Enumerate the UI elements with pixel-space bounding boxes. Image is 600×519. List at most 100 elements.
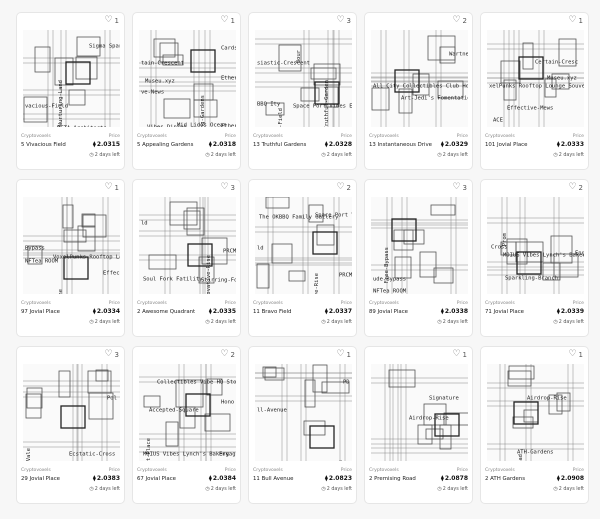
heart-outline-icon[interactable]: ♡ xyxy=(220,349,229,359)
parcel-name[interactable]: 101 Jovial Place xyxy=(485,141,528,148)
street-label: All City Collectibles Club House xyxy=(373,83,468,90)
card-meta: Cryptovoxels Price 2 ATH Gardens ⧫2.0908… xyxy=(485,468,584,492)
parcel-card[interactable]: ♡ 3 PolSuper-ValeEcstatic-CrossREY 5Spec… xyxy=(16,346,125,504)
heart-outline-icon[interactable]: ♡ xyxy=(336,15,345,25)
like-counter[interactable]: ♡ 1 xyxy=(220,16,235,25)
parcel-name[interactable]: 5 Appealing Gardens xyxy=(137,141,194,148)
ethereum-icon: ⧫ xyxy=(324,308,328,315)
like-counter[interactable]: ♡ 2 xyxy=(568,183,583,192)
like-counter[interactable]: ♡ 2 xyxy=(336,183,351,192)
parcel-card[interactable]: ♡ 2 Wartness Goon Vibe galleAll City Col… xyxy=(364,12,473,170)
price-value: ⧫2.0318 xyxy=(208,141,236,148)
heart-outline-icon[interactable]: ♡ xyxy=(452,182,461,192)
parcel-name[interactable]: 2 ATH Gardens xyxy=(485,475,526,482)
parcel-name[interactable]: 5 Vivacious Field xyxy=(21,141,66,148)
collection-name: Cryptovoxels xyxy=(369,301,399,306)
heart-outline-icon[interactable]: ♡ xyxy=(336,349,345,359)
heart-outline-icon[interactable]: ♡ xyxy=(568,15,577,25)
parcel-name[interactable]: 11 Bull Avenue xyxy=(253,475,294,482)
parcel-name[interactable]: 2 Premising Road xyxy=(369,475,416,482)
like-counter[interactable]: ♡ 2 xyxy=(452,16,467,25)
parcel-map-thumbnail[interactable]: SignatureAirdrop-RisePremising-RoadATH-G… xyxy=(371,364,468,461)
street-label: vacious-Field xyxy=(25,103,69,110)
like-counter[interactable]: ♡ 3 xyxy=(220,183,235,192)
price-label: Price xyxy=(456,301,468,306)
parcel-map-thumbnail[interactable]: ldInnovative-RiseStirring-FoAwesome-Quad… xyxy=(139,197,236,294)
like-counter[interactable]: ♡ 3 xyxy=(104,350,119,359)
parcel-name[interactable]: 97 Jovial Place xyxy=(21,308,60,315)
street-label: Vibes Dining xyxy=(147,125,187,127)
parcel-name[interactable]: 2 Awesome Quadrant xyxy=(137,308,196,315)
price-value: ⧫2.0328 xyxy=(324,141,352,148)
like-counter[interactable]: ♡ 1 xyxy=(336,350,351,359)
street-label: Sigma Spark xyxy=(89,43,120,50)
street-label: Bypass xyxy=(25,245,45,252)
parcel-card[interactable]: ♡ 1 ll-AvenuePDDimmer-Circusgp-May Crypt… xyxy=(248,346,357,504)
like-count: 3 xyxy=(114,350,119,359)
parcel-card[interactable]: ♡ 1 Airdrop-RisePremising-RoadATH-Garden… xyxy=(480,346,589,504)
parcel-name[interactable]: 13 Instantaneous Drive xyxy=(369,141,432,148)
like-counter[interactable]: ♡ 3 xyxy=(452,183,467,192)
price-value: ⧫2.0908 xyxy=(556,475,584,482)
heart-outline-icon[interactable]: ♡ xyxy=(104,182,113,192)
like-counter[interactable]: ♡ 3 xyxy=(336,16,351,25)
street-label: Ether Carde xyxy=(221,75,236,82)
street-label: Easy-Field xyxy=(278,108,284,127)
like-count: 3 xyxy=(346,16,351,25)
heart-outline-icon[interactable]: ♡ xyxy=(568,349,577,359)
street-label: Accepted-Square xyxy=(149,407,199,414)
like-counter[interactable]: ♡ 1 xyxy=(452,350,467,359)
street-label: Ecstatic-Cross xyxy=(69,451,116,458)
like-counter[interactable]: ♡ 1 xyxy=(568,16,583,25)
parcel-card[interactable]: ♡ 1 SignatureAirdrop-RisePremising-RoadA… xyxy=(364,346,473,504)
street-label: Cross xyxy=(491,244,508,251)
parcel-name[interactable]: 13 Truthful Gardens xyxy=(253,141,307,148)
price-value: ⧫2.0338 xyxy=(440,308,468,315)
parcel-map-thumbnail[interactable]: Collectibles Vibe HQ StoreProminent-Plac… xyxy=(139,364,236,461)
heart-outline-icon[interactable]: ♡ xyxy=(568,182,577,192)
heart-outline-icon[interactable]: ♡ xyxy=(104,15,113,25)
parcel-card[interactable]: ♡ 3 ldInnovative-RiseStirring-FoAwesome-… xyxy=(132,179,241,337)
like-counter[interactable]: ♡ 1 xyxy=(568,350,583,359)
heart-outline-icon[interactable]: ♡ xyxy=(220,182,229,192)
parcel-map-thumbnail[interactable]: Airdrop-RisePremising-RoadATH-Gardens xyxy=(487,364,584,461)
parcel-card[interactable]: ♡ 2 Collectibles Vibe HQ StoreProminent-… xyxy=(132,346,241,504)
heart-outline-icon[interactable]: ♡ xyxy=(452,15,461,25)
parcel-name[interactable]: 71 Jovial Place xyxy=(485,308,524,315)
parcel-name[interactable]: 11 Bravo Field xyxy=(253,308,292,315)
street-label: PRCM7 xyxy=(339,272,352,279)
parcel-map-thumbnail[interactable]: ll-AvenuePDDimmer-Circusgp-May xyxy=(255,364,352,461)
parcel-name[interactable]: 29 Jovial Place xyxy=(21,475,60,482)
heart-outline-icon[interactable]: ♡ xyxy=(220,15,229,25)
parcel-map-thumbnail[interactable]: PolSuper-ValeEcstatic-CrossREY 5SpecOre … xyxy=(23,364,120,461)
heart-outline-icon[interactable]: ♡ xyxy=(336,182,345,192)
like-counter[interactable]: ♡ 1 xyxy=(104,183,119,192)
like-counter[interactable]: ♡ 2 xyxy=(220,350,235,359)
heart-outline-icon[interactable]: ♡ xyxy=(104,349,113,359)
heart-outline-icon[interactable]: ♡ xyxy=(452,349,461,359)
street-label: Soul Fork Fatility xyxy=(143,276,203,283)
parcel-name[interactable]: 67 Jovial Place xyxy=(137,475,176,482)
parcel-name[interactable]: 89 Jovial Place xyxy=(369,308,408,315)
card-meta: Cryptovoxels Price 67 Jovial Place ⧫2.03… xyxy=(137,468,236,492)
street-label: Ether Card xyxy=(221,123,236,127)
like-counter[interactable]: ♡ 1 xyxy=(104,16,119,25)
ethereum-icon: ⧫ xyxy=(556,475,560,482)
parcel-map-thumbnail[interactable]: Wartness Goon Vibe galleAll City Collect… xyxy=(371,30,468,127)
